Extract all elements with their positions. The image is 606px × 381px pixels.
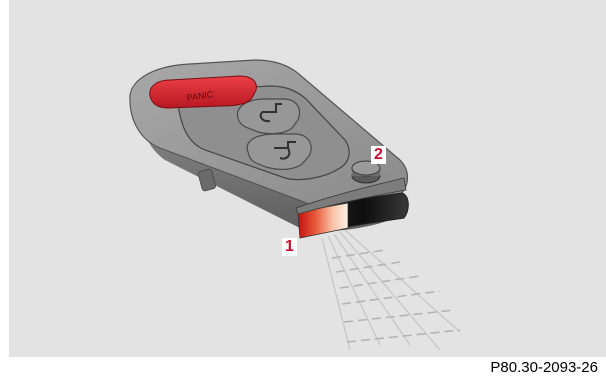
figure-code: P80.30-2093-26: [490, 359, 598, 376]
callout-1: 1: [282, 238, 297, 256]
key-release-button[interactable]: [352, 161, 380, 183]
callout-2: 2: [371, 146, 386, 164]
panic-button[interactable]: PANIC: [150, 76, 257, 108]
infrared-beam-wavefronts: [332, 250, 460, 342]
